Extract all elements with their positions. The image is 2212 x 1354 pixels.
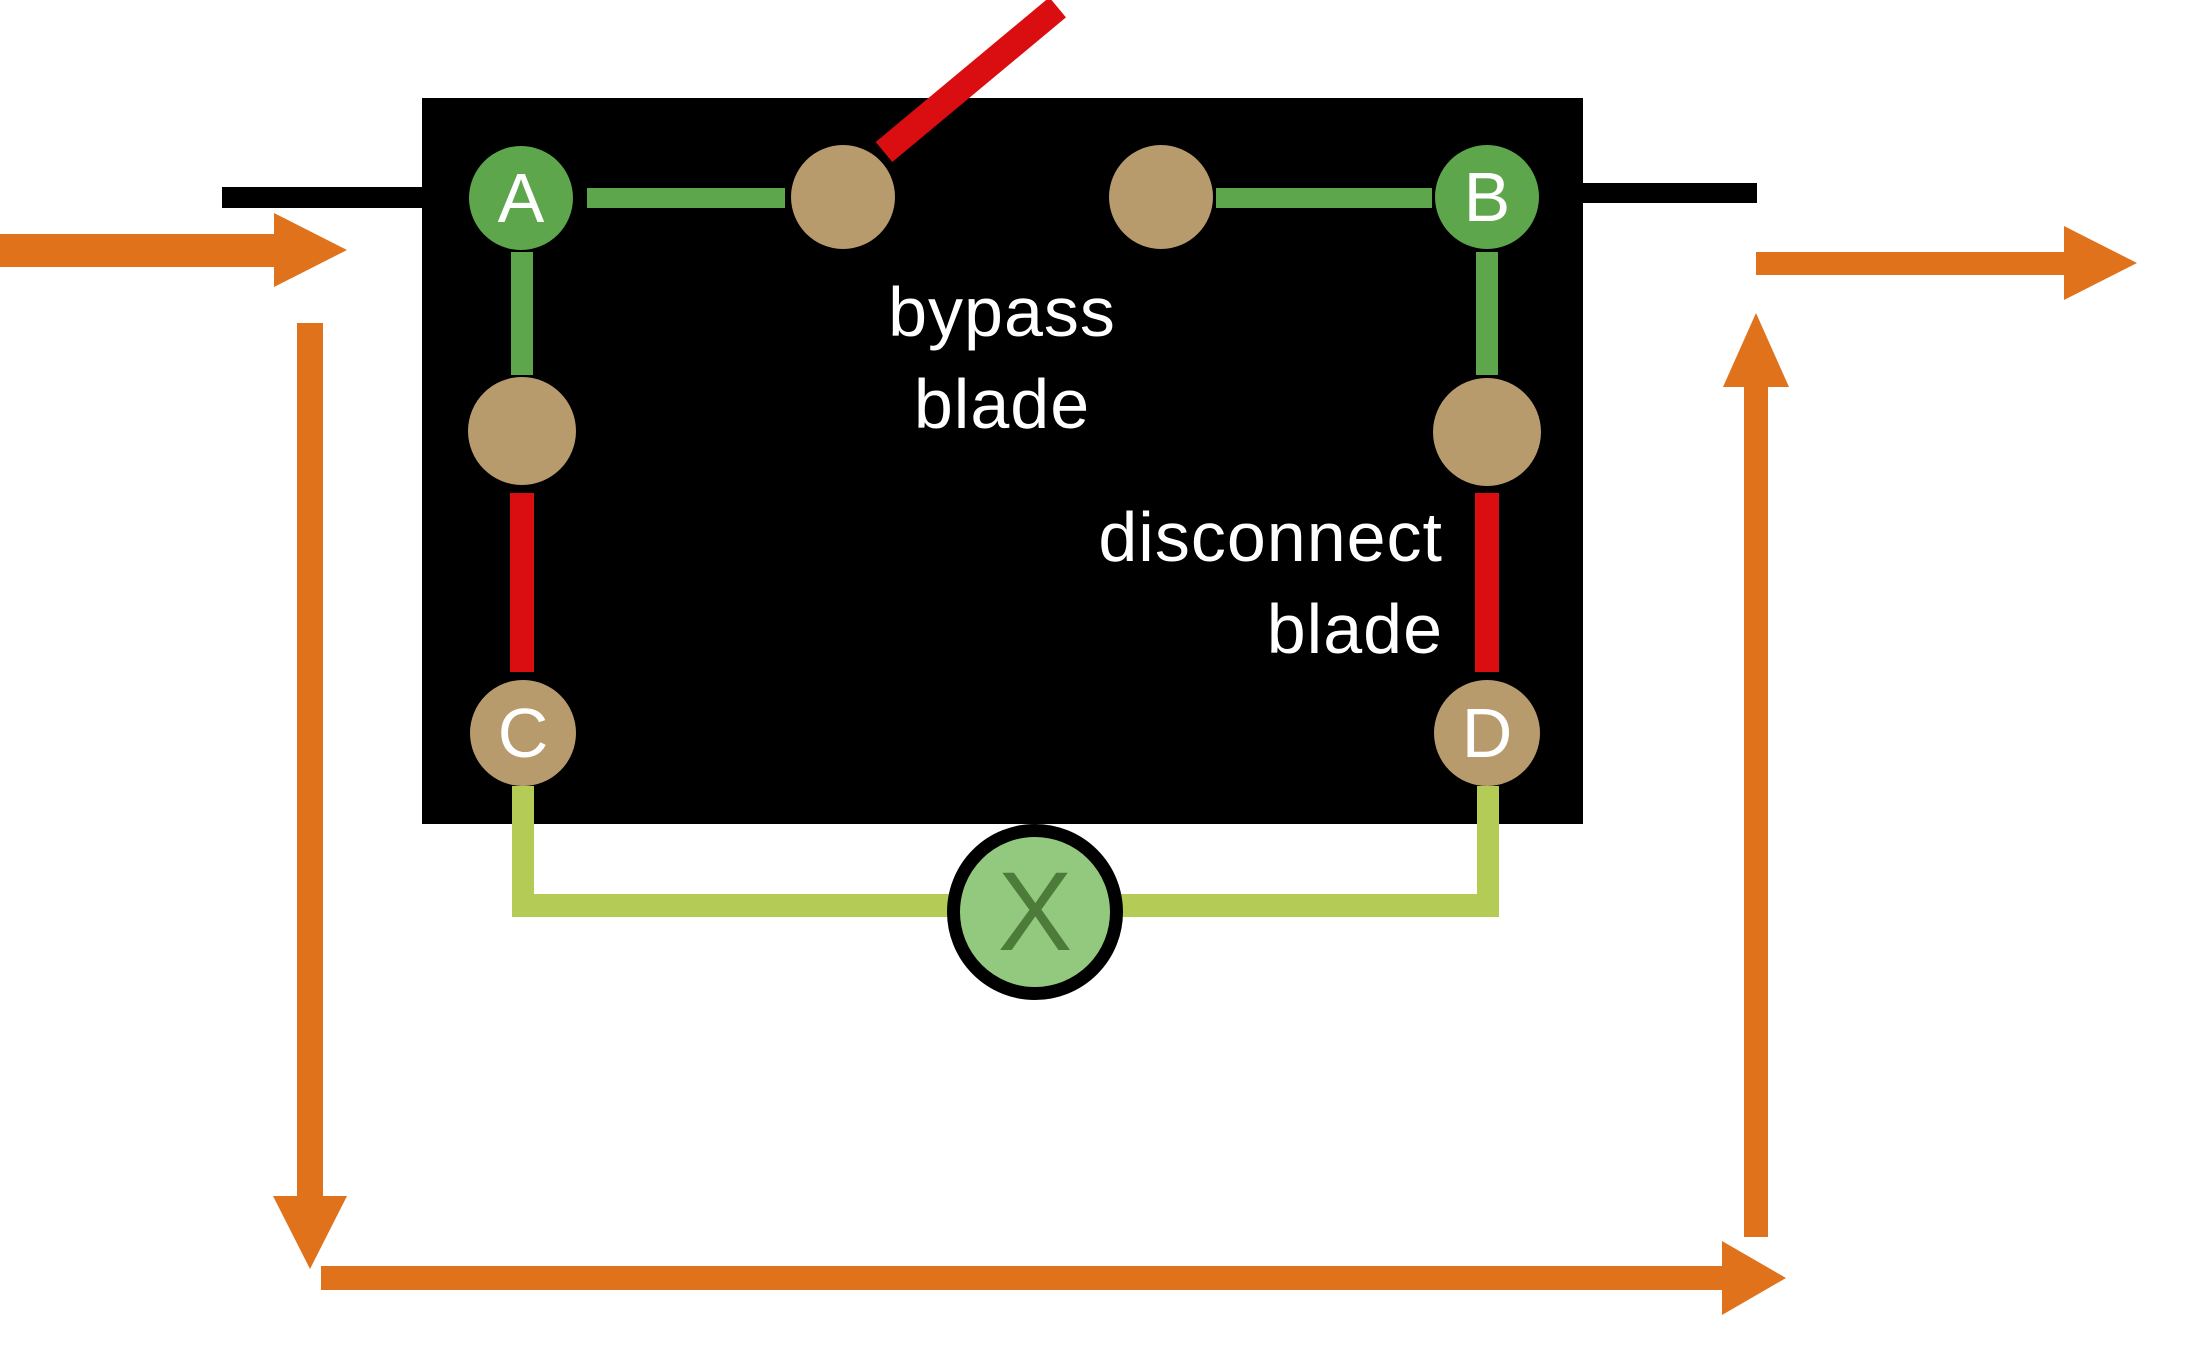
- disconnect-blade-label-line2: blade: [1266, 590, 1443, 668]
- terminal-d-label: D: [1461, 694, 1513, 772]
- flow-arrow-up-head: [1723, 313, 1789, 387]
- link-contact-to-b: [1216, 188, 1432, 208]
- disconnect-blade-label-line1: disconnect: [1098, 498, 1443, 576]
- link-a-down: [511, 252, 533, 375]
- bypass-blade-label-line2: blade: [913, 365, 1091, 443]
- terminal-c: C: [470, 680, 576, 786]
- disconnect-segment-right: [1475, 493, 1499, 672]
- terminal-a: A: [469, 146, 573, 250]
- disconnect-segment-left: [510, 493, 534, 672]
- contact-top-right: [1109, 145, 1213, 249]
- terminal-a-label: A: [497, 159, 545, 237]
- contact-top-left: [791, 145, 895, 249]
- disconnect-blade-label: disconnect blade: [1043, 491, 1443, 675]
- flow-arrow-down-shaft: [297, 323, 323, 1196]
- flow-arrow-up-shaft: [1744, 387, 1768, 1237]
- meter-x-label: X: [997, 849, 1073, 974]
- flow-arrow-in-head: [274, 213, 347, 287]
- bypass-blade-label-line1: bypass: [888, 273, 1116, 351]
- flow-arrow-bottom-head: [1722, 1241, 1786, 1315]
- link-b-down: [1476, 252, 1498, 375]
- terminal-c-label: C: [497, 694, 549, 772]
- flow-arrow-out-shaft: [1756, 252, 2064, 275]
- terminal-d: D: [1434, 680, 1540, 786]
- contact-mid-left: [468, 377, 576, 485]
- flow-arrow-bottom-shaft: [321, 1266, 1722, 1290]
- incoming-wire: [222, 187, 430, 208]
- terminal-b-label: B: [1463, 158, 1511, 236]
- terminal-b: B: [1435, 145, 1539, 249]
- meter-path-right: [1477, 786, 1499, 917]
- contact-mid-right: [1433, 378, 1541, 486]
- link-a-to-contact: [587, 188, 785, 208]
- meter-x: X: [947, 824, 1123, 1000]
- bypass-blade-label: bypass blade: [802, 266, 1202, 450]
- outgoing-wire: [1580, 183, 1757, 203]
- flow-arrow-down-head: [273, 1196, 347, 1269]
- switch-box: [422, 98, 1583, 824]
- flow-arrow-in-shaft: [0, 234, 274, 267]
- meter-path-left: [512, 786, 534, 917]
- flow-arrow-out-head: [2064, 226, 2137, 300]
